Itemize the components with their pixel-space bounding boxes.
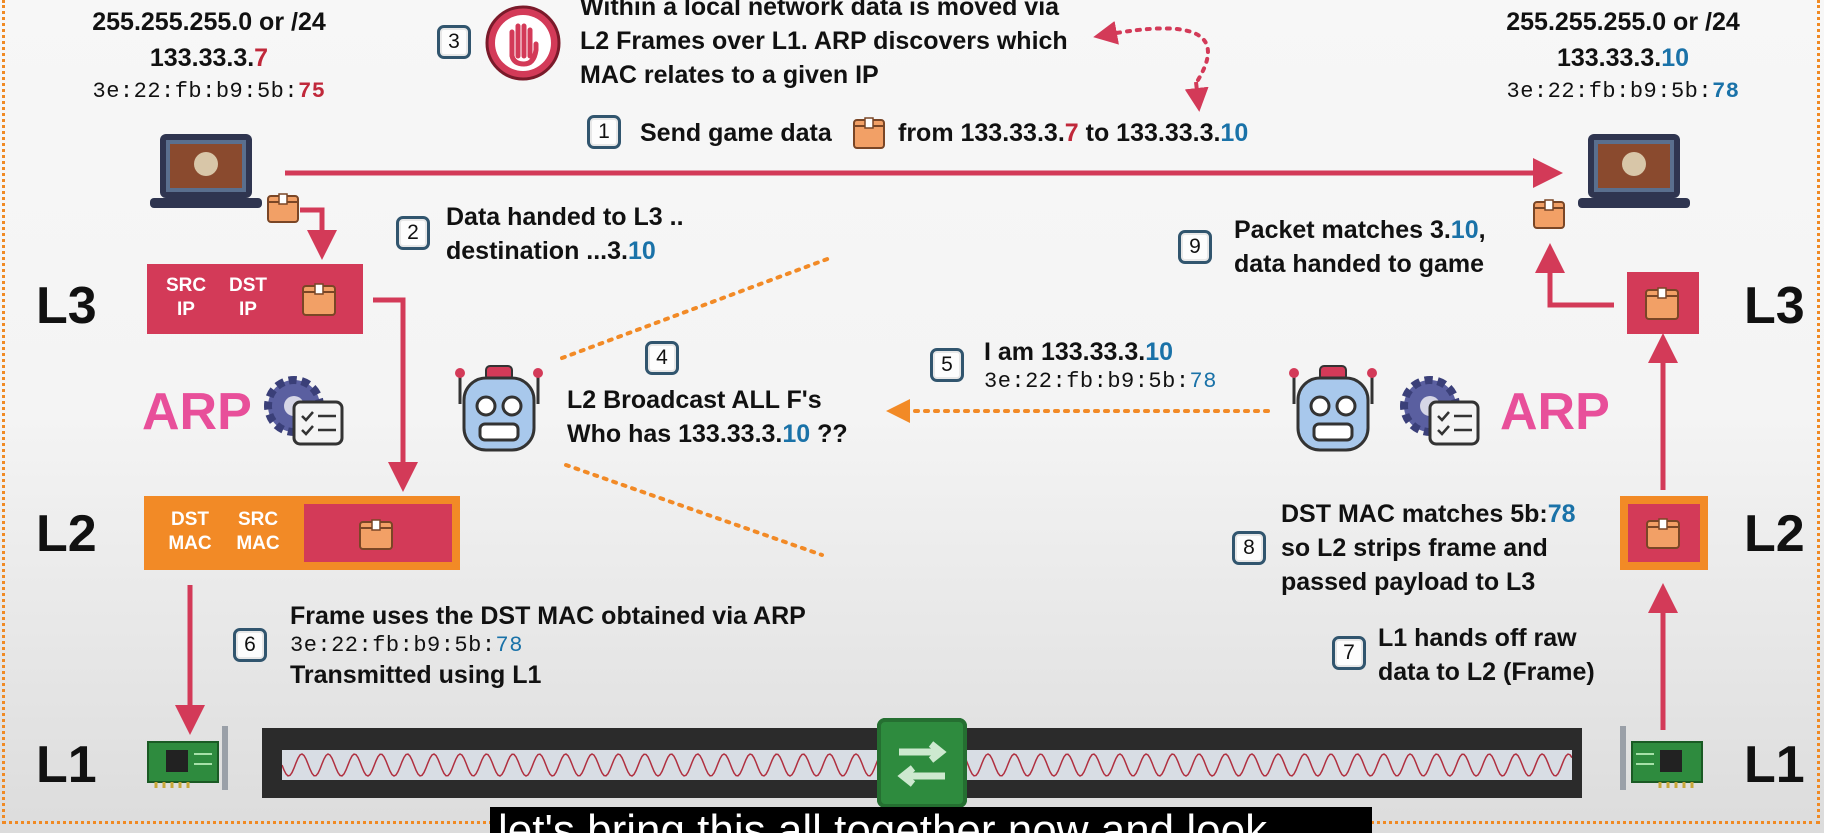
step-8-text: DST MAC matches 5b:78 so L2 strips frame… bbox=[1281, 500, 1576, 596]
package-icon bbox=[359, 519, 393, 550]
package-icon bbox=[853, 117, 885, 149]
step-5-badge: 5 bbox=[930, 348, 964, 382]
layer-l2-right: L2 bbox=[1744, 505, 1805, 563]
layer-l3-left: L3 bbox=[36, 277, 97, 335]
package-icon bbox=[1533, 199, 1565, 229]
layer-l2-left: L2 bbox=[36, 505, 97, 563]
l3-packet-right bbox=[1627, 272, 1699, 334]
package-icon bbox=[267, 193, 299, 223]
layer-l1-right: L1 bbox=[1744, 736, 1805, 794]
switch-icon bbox=[877, 718, 967, 808]
broadcast-line-upper bbox=[560, 256, 832, 360]
robot-icon bbox=[1289, 365, 1377, 452]
arp-label-right: ARP bbox=[1500, 383, 1610, 441]
step-1-label: Send game data bbox=[640, 119, 832, 147]
curved-dotted-arrow bbox=[1093, 21, 1210, 82]
step-3-text: Within a local network data is moved via… bbox=[580, 0, 1068, 89]
left-host-mac: 3e:22:fb:b9:5b:75 bbox=[92, 79, 326, 104]
package-icon bbox=[1645, 287, 1679, 320]
step-5-text: I am 133.33.3.10 3e:22:fb:b9:5b:78 bbox=[984, 338, 1217, 394]
broadcast-line-lower bbox=[564, 463, 824, 557]
package-icon bbox=[302, 283, 336, 316]
right-host-ip: 133.33.3.10 bbox=[1556, 44, 1690, 72]
package-icon bbox=[1646, 518, 1680, 549]
left-host-ip: 133.33.3.7 bbox=[149, 44, 269, 72]
l2-frame-right bbox=[1620, 496, 1708, 570]
step-6-text: Frame uses the DST MAC obtained via ARP … bbox=[290, 602, 806, 689]
step-1-badge: 1 bbox=[587, 115, 621, 149]
l3-to-l2-arrow bbox=[373, 297, 418, 492]
layer-l3-right: L3 bbox=[1744, 277, 1805, 335]
left-host-mask: 255.255.255.0 or /24 bbox=[92, 8, 326, 36]
step-8-badge: 8 bbox=[1232, 531, 1266, 565]
right-host-mask: 255.255.255.0 or /24 bbox=[1506, 8, 1740, 36]
arp-label-left: ARP bbox=[142, 383, 252, 441]
robot-icon bbox=[455, 365, 543, 452]
video-caption: let's bring this all together now and lo… bbox=[490, 807, 1372, 833]
gear-checklist-icon bbox=[1400, 376, 1480, 446]
step-2-badge: 2 bbox=[396, 216, 430, 250]
host-to-l3-arrow bbox=[300, 207, 337, 260]
step-2-text: Data handed to L3 ..destination ...3.10 bbox=[446, 203, 684, 265]
laptop-icon bbox=[150, 134, 262, 208]
network-card-icon bbox=[1620, 726, 1703, 790]
step-1-route: from 133.33.3.7 to 133.33.3.10 bbox=[898, 119, 1249, 147]
step-9-text: Packet matches 3.10,data handed to game bbox=[1234, 216, 1486, 278]
step-4-badge: 4 bbox=[645, 341, 679, 375]
frame-payload bbox=[304, 504, 452, 562]
laptop-icon bbox=[1578, 134, 1690, 208]
stop-hand-icon bbox=[485, 5, 561, 81]
step-3-badge: 3 bbox=[437, 25, 471, 59]
step-7-badge: 7 bbox=[1332, 636, 1366, 670]
step-9-badge: 9 bbox=[1178, 230, 1212, 264]
layer-l1-left: L1 bbox=[36, 736, 97, 794]
gear-checklist-icon bbox=[264, 376, 344, 446]
network-card-icon bbox=[147, 726, 228, 790]
step-6-badge: 6 bbox=[233, 628, 267, 662]
l3-to-host-arrow bbox=[1535, 243, 1614, 308]
right-host-mac: 3e:22:fb:b9:5b:78 bbox=[1506, 79, 1740, 104]
frame-payload bbox=[1628, 504, 1700, 562]
